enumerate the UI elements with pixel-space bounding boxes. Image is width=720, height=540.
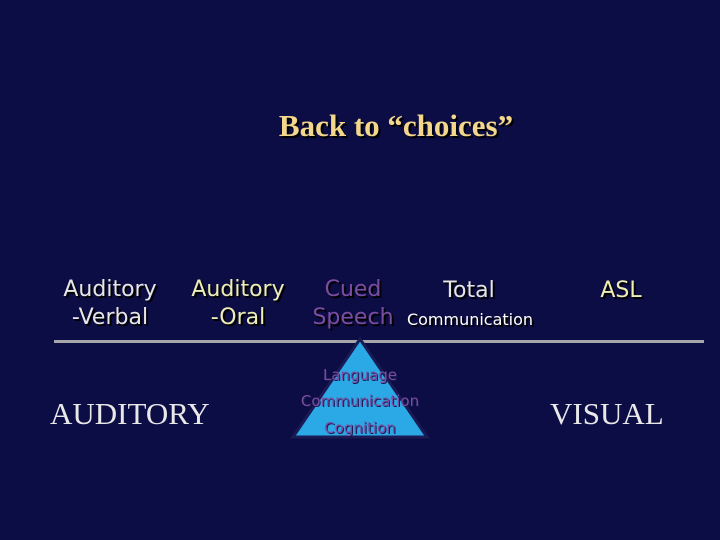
- triangle-label-communication: Communication: [300, 392, 420, 410]
- choice-auditory-oral: Auditory -Oral: [176, 276, 300, 332]
- choice-auditory-oral-line1: Auditory: [191, 277, 285, 302]
- choice-cued-speech-line2: Speech: [312, 305, 394, 330]
- pole-auditory: AUDITORY: [50, 396, 210, 431]
- choice-cued-speech-line1: Cued: [324, 277, 382, 302]
- choice-total: Total: [443, 278, 495, 303]
- triangle-label-cognition: Cognition: [324, 419, 396, 437]
- pole-visual: VISUAL: [550, 396, 664, 431]
- slide-title: Back to “choices”: [278, 108, 514, 143]
- choice-auditory-verbal: Auditory -Verbal: [48, 276, 172, 332]
- choice-cued-speech: Cued Speech: [300, 276, 406, 332]
- choice-communication: Communication: [406, 310, 534, 329]
- spectrum-line: [54, 340, 704, 343]
- choice-auditory-oral-line2: -Oral: [210, 305, 266, 330]
- choice-auditory-verbal-line2: -Verbal: [71, 305, 149, 330]
- choice-asl: ASL: [600, 278, 642, 303]
- triangle-shape: [290, 336, 430, 439]
- choice-auditory-verbal-line1: Auditory: [63, 277, 157, 302]
- triangle-label-language: Language: [322, 366, 398, 384]
